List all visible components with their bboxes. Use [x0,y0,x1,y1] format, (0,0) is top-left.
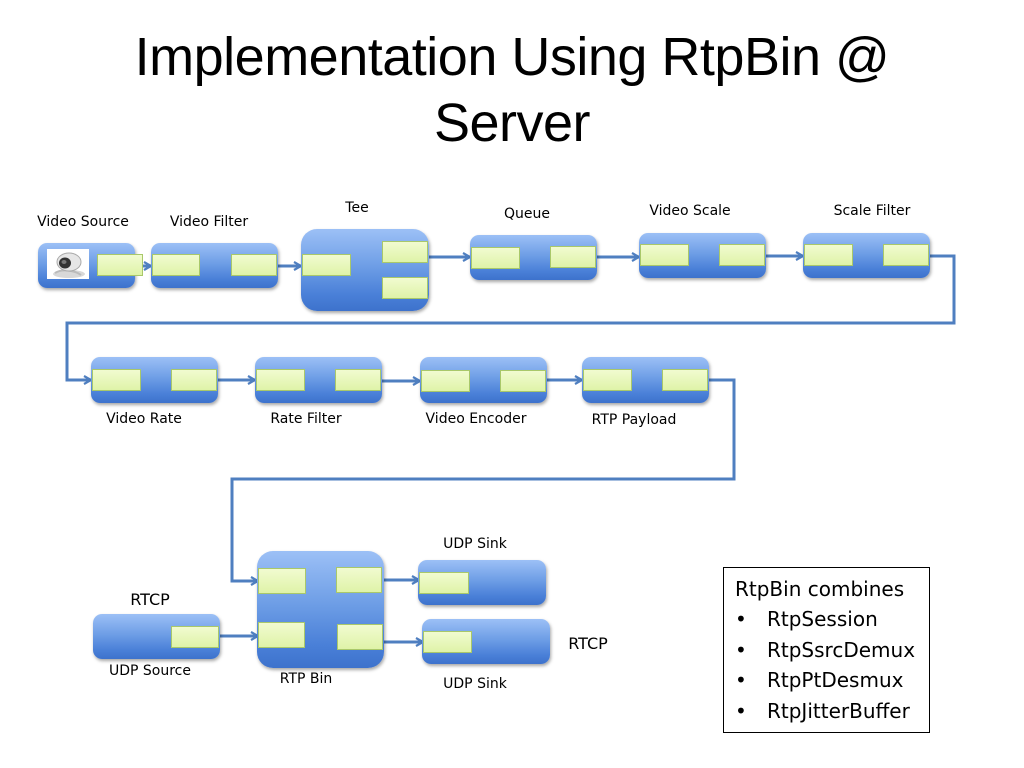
rtpbin-info-box: RtpBin combines • RtpSession • RtpSsrcDemu… [723,567,930,733]
pad-send-rtp-sink[interactable] [258,568,306,594]
pad-src-0[interactable] [382,241,428,263]
label-rtcp-out: RTCP [568,634,608,653]
pad-src[interactable] [500,370,546,392]
pad-send-rtcp-src[interactable] [337,624,383,650]
label-scale-filter: Scale Filter [833,203,911,219]
pad-sink[interactable] [152,254,200,276]
info-heading: RtpBin combines [735,577,905,601]
webcam-icon [47,249,89,279]
label-rtp-payload: RTP Payload [591,412,677,428]
bullet: • [735,668,747,692]
info-item-text: RtpPtDesmux [767,668,904,692]
label-rate-filter: Rate Filter [270,411,342,427]
pad-sink[interactable] [583,369,632,391]
bullet: • [735,637,747,662]
label-video-source: Video Source [37,214,129,230]
pad-src[interactable] [662,369,708,391]
link-scalefilter-rate [65,254,956,380]
pad-sink[interactable] [640,244,689,266]
label-tee: Tee [345,200,369,216]
pad-sink[interactable] [421,370,470,392]
pad-src[interactable] [97,254,143,276]
pad-src-1[interactable] [382,277,428,299]
slide-title: Implementation Using RtpBin @Server [134,27,890,153]
pad-recv-rtcp-sink[interactable] [258,622,305,648]
pad-sink[interactable] [256,369,305,391]
info-item: • RtpPtDesmux [735,665,929,696]
pad-send-rtp-src[interactable] [336,567,382,593]
pad-src[interactable] [550,246,596,268]
info-item-text: RtpSsrcDemux [767,637,916,662]
pad-src[interactable] [335,369,381,391]
bullet: • [735,698,747,723]
pad-sink[interactable] [804,244,853,266]
label-queue: Queue [504,206,550,222]
bullet: • [735,607,747,631]
info-item: • RtpSsrcDemux [735,635,929,666]
pad-src[interactable] [171,369,217,391]
info-item-text: RtpJitterBuffer [767,698,910,723]
label-rtp-bin: RTP Bin [279,671,333,687]
pad-src[interactable] [719,244,765,266]
label-udp-sink-rtcp: UDP Sink [443,676,507,692]
pad-sink[interactable] [302,254,351,276]
info-item: • RtpSession [735,604,929,635]
pad-sink[interactable] [423,631,472,653]
info-item-text: RtpSession [767,607,878,631]
link-payload-rtpbin [230,378,736,581]
pad-sink[interactable] [419,572,469,594]
pad-src[interactable] [171,626,219,648]
pad-sink[interactable] [471,247,520,269]
pad-src[interactable] [883,244,929,266]
label-udp-sink-rtp: UDP Sink [443,536,507,552]
info-list: • RtpSession • RtpSsrcDemux • RtpPtDesmux •… [735,604,929,726]
pad-src[interactable] [231,254,277,276]
label-video-filter: Video Filter [169,214,249,230]
pad-sink[interactable] [92,369,141,391]
label-video-encoder: Video Encoder [425,411,527,427]
label-udp-source: UDP Source [108,663,192,679]
label-rtcp-in: RTCP [130,590,170,609]
label-video-rate: Video Rate [106,411,182,427]
label-video-scale: Video Scale [649,203,731,219]
info-item: • RtpJitterBuffer [735,696,929,727]
